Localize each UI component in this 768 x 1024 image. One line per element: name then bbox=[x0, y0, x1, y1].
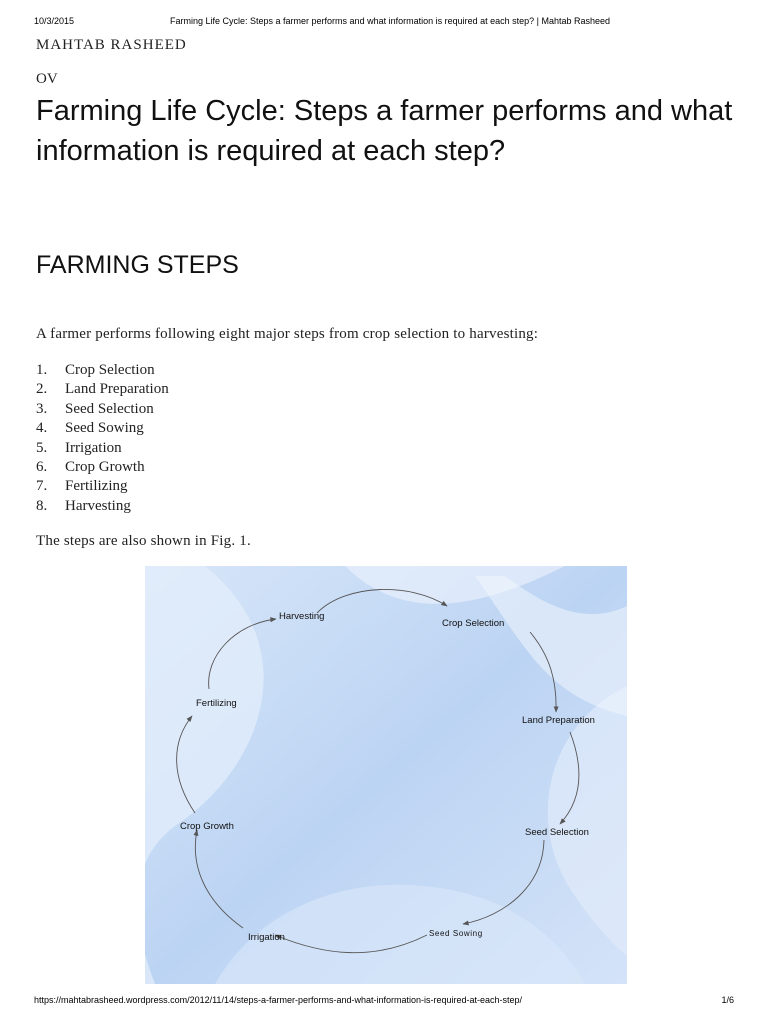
cycle-arrow bbox=[274, 934, 428, 954]
list-item-label: Crop Growth bbox=[65, 458, 145, 475]
print-url: https://mahtabrasheed.wordpress.com/2012… bbox=[34, 995, 523, 1005]
list-item-label: Seed Sowing bbox=[65, 420, 144, 437]
cycle-label-crop-selection: Crop Selection bbox=[442, 618, 504, 629]
cycle-arrow bbox=[176, 715, 196, 814]
cycle-arrow bbox=[529, 631, 559, 713]
decorative-swirl bbox=[145, 566, 264, 984]
farming-cycle-figure: Harvesting Crop Selection Land Preparati… bbox=[145, 566, 627, 984]
cycle-arrows bbox=[176, 589, 580, 954]
list-item-label: Fertilizing bbox=[65, 478, 128, 495]
list-item-label: Seed Selection bbox=[65, 400, 154, 417]
list-item-number: 4. bbox=[36, 420, 48, 437]
page-number: 1/6 bbox=[721, 995, 734, 1005]
cycle-arrow bbox=[462, 839, 545, 926]
list-item-number: 3. bbox=[36, 400, 48, 417]
cycle-arrow bbox=[208, 617, 277, 690]
list-item-number: 8. bbox=[36, 497, 48, 514]
list-item: 3. Seed Selection bbox=[36, 400, 169, 419]
cycle-arrow bbox=[316, 589, 448, 614]
cycle-label-irrigation: Irrigation bbox=[248, 932, 285, 943]
cycle-arrow bbox=[559, 731, 580, 825]
print-header: 10/3/2015 Farming Life Cycle: Steps a fa… bbox=[34, 16, 734, 30]
list-item-number: 2. bbox=[36, 381, 48, 398]
list-item: 1. Crop Selection bbox=[36, 361, 169, 380]
cycle-label-seed-selection: Seed Selection bbox=[525, 827, 589, 838]
steps-list: 1. Crop Selection 2. Land Preparation 3. Se… bbox=[36, 361, 169, 516]
list-item-number: 6. bbox=[36, 458, 48, 475]
list-item-label: Land Preparation bbox=[65, 381, 169, 398]
list-item-number: 7. bbox=[36, 478, 48, 495]
decorative-swirl bbox=[215, 884, 585, 984]
list-item: 4. Seed Sowing bbox=[36, 419, 169, 438]
site-name[interactable]: MAHTAB RASHEED bbox=[36, 37, 187, 53]
list-item: 8. Harvesting bbox=[36, 497, 169, 516]
print-doc-title: Farming Life Cycle: Steps a farmer perfo… bbox=[170, 16, 611, 26]
print-footer: https://mahtabrasheed.wordpress.com/2012… bbox=[34, 995, 734, 1009]
cut-off-nav-text: OV bbox=[36, 71, 58, 87]
list-item-label: Harvesting bbox=[65, 497, 131, 514]
intro-paragraph: A farmer performs following eight major … bbox=[36, 326, 539, 342]
list-item-label: Irrigation bbox=[65, 439, 122, 456]
section-heading: FARMING STEPS bbox=[36, 251, 239, 279]
decorative-swirl bbox=[345, 566, 565, 604]
print-date: 10/3/2015 bbox=[34, 16, 75, 26]
list-item-number: 1. bbox=[36, 362, 48, 378]
cycle-label-fertilizing: Fertilizing bbox=[196, 698, 237, 709]
cycle-label-land-preparation: Land Preparation bbox=[522, 715, 595, 726]
cycle-label-crop-growth: Crop Growth bbox=[180, 821, 234, 832]
article-title: Farming Life Cycle: Steps a farmer perfo… bbox=[36, 95, 733, 167]
cycle-label-seed-sowing: Seed Sowing bbox=[429, 929, 483, 938]
list-item: 5. Irrigation bbox=[36, 439, 169, 458]
cycle-arrow bbox=[193, 829, 244, 929]
figure-reference: The steps are also shown in Fig. 1. bbox=[36, 533, 251, 549]
decorative-swirl bbox=[475, 576, 627, 716]
list-item-number: 5. bbox=[36, 439, 48, 456]
list-item: 6. Crop Growth bbox=[36, 458, 169, 477]
cycle-label-harvesting: Harvesting bbox=[279, 611, 324, 622]
decorative-swirl bbox=[547, 686, 627, 956]
farming-cycle-diagram: Harvesting Crop Selection Land Preparati… bbox=[145, 566, 627, 984]
list-item: 2. Land Preparation bbox=[36, 380, 169, 399]
list-item: 7. Fertilizing bbox=[36, 477, 169, 496]
list-item-label: Crop Selection bbox=[65, 362, 155, 378]
